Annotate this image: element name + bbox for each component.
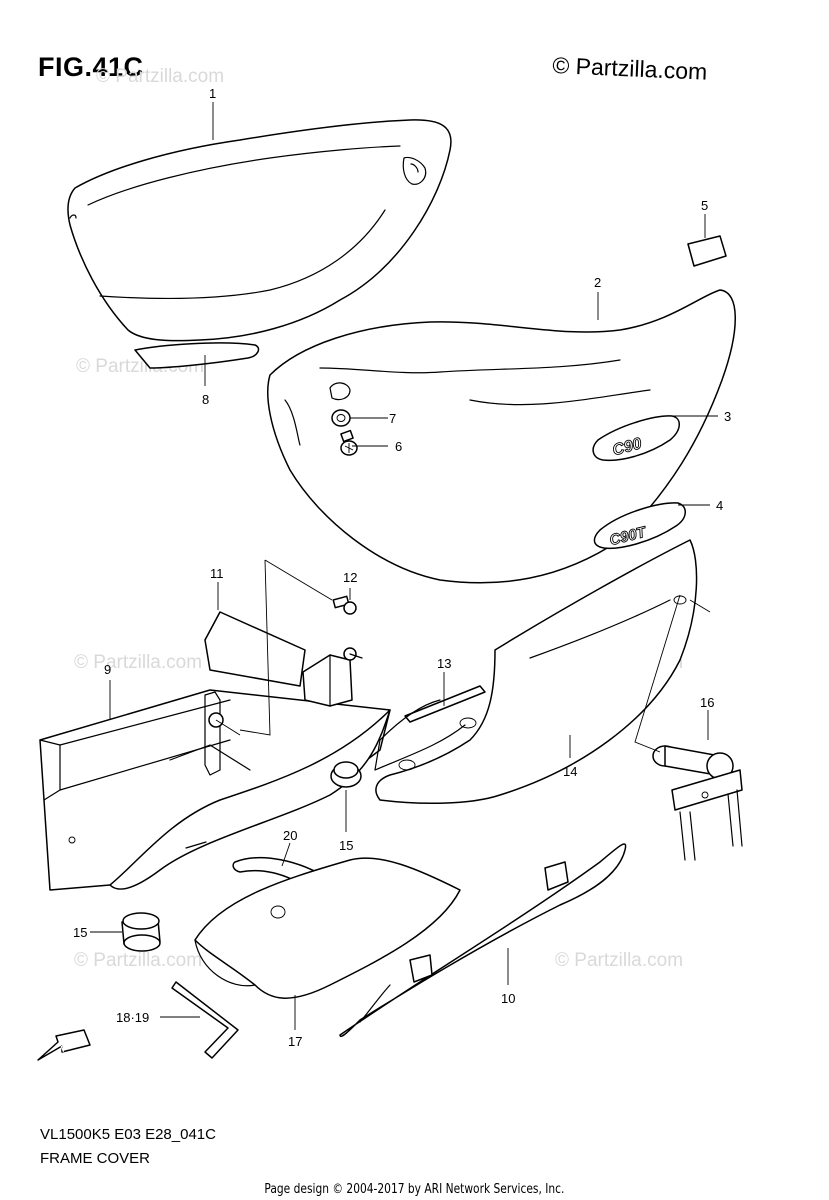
callout-1: 1 [209,86,216,101]
part-17-tool-bag [194,857,461,999]
part-3-emblem: C90 [592,415,680,462]
callout-14: 14 [563,764,577,779]
callout-20: 20 [283,828,297,843]
callout-numbers: 1 2 3 4 5 6 7 8 9 10 11 12 13 14 15 15 1… [73,86,731,1049]
watermark: © Partzilla.com [74,950,202,971]
part-16-lock-set [652,745,743,861]
callout-10: 10 [501,991,515,1006]
part-1-frame-cover-upper [67,119,452,342]
part-7-washer [331,409,351,427]
part-2-side-cover [267,289,736,584]
part-8-pad [134,342,260,369]
callout-6: 6 [395,439,402,454]
part-5-cushion [687,235,727,267]
part-12-bolt [332,595,363,661]
figure-title: FIG.41C [38,52,144,82]
callout-2: 2 [594,275,601,290]
part-14-lower-cover [374,539,698,805]
callout-12: 12 [343,570,357,585]
callout-9: 9 [104,662,111,677]
part-10-lower-cover-strip [339,843,627,1037]
callout-3: 3 [724,409,731,424]
watermark: © Partzilla.com [96,66,224,87]
callout-15: 15 [339,838,353,853]
callout-18-19: 18·19 [116,1010,149,1025]
callout-5: 5 [701,198,708,213]
watermark: © Partzilla.com [74,652,202,673]
part-4-emblem: C90T [593,502,686,550]
model-code: VL1500K5 E03 E28_041C [40,1126,216,1143]
part-13-strip [404,685,486,723]
part-15-grommet [330,761,362,788]
part-6-screw [340,429,358,456]
fwd-arrow-icon: FWD [37,1029,91,1061]
part-18-19-wrench [171,981,239,1059]
callout-7: 7 [389,411,396,426]
callout-16: 16 [700,695,714,710]
section-name: FRAME COVER [40,1150,151,1167]
callout-13: 13 [437,656,451,671]
leader-lines [90,102,718,1030]
part-11-bracket [204,611,353,707]
callout-15: 15 [73,925,87,940]
callout-11: 11 [210,566,224,581]
part-15-grommet [121,912,161,952]
watermark: © Partzilla.com [555,950,683,971]
page-credit: Page design © 2004-2017 by ARI Network S… [264,1182,565,1197]
callout-17: 17 [288,1034,302,1049]
callout-8: 8 [202,392,209,407]
part-9-battery-box [39,689,391,891]
callout-4: 4 [716,498,723,513]
